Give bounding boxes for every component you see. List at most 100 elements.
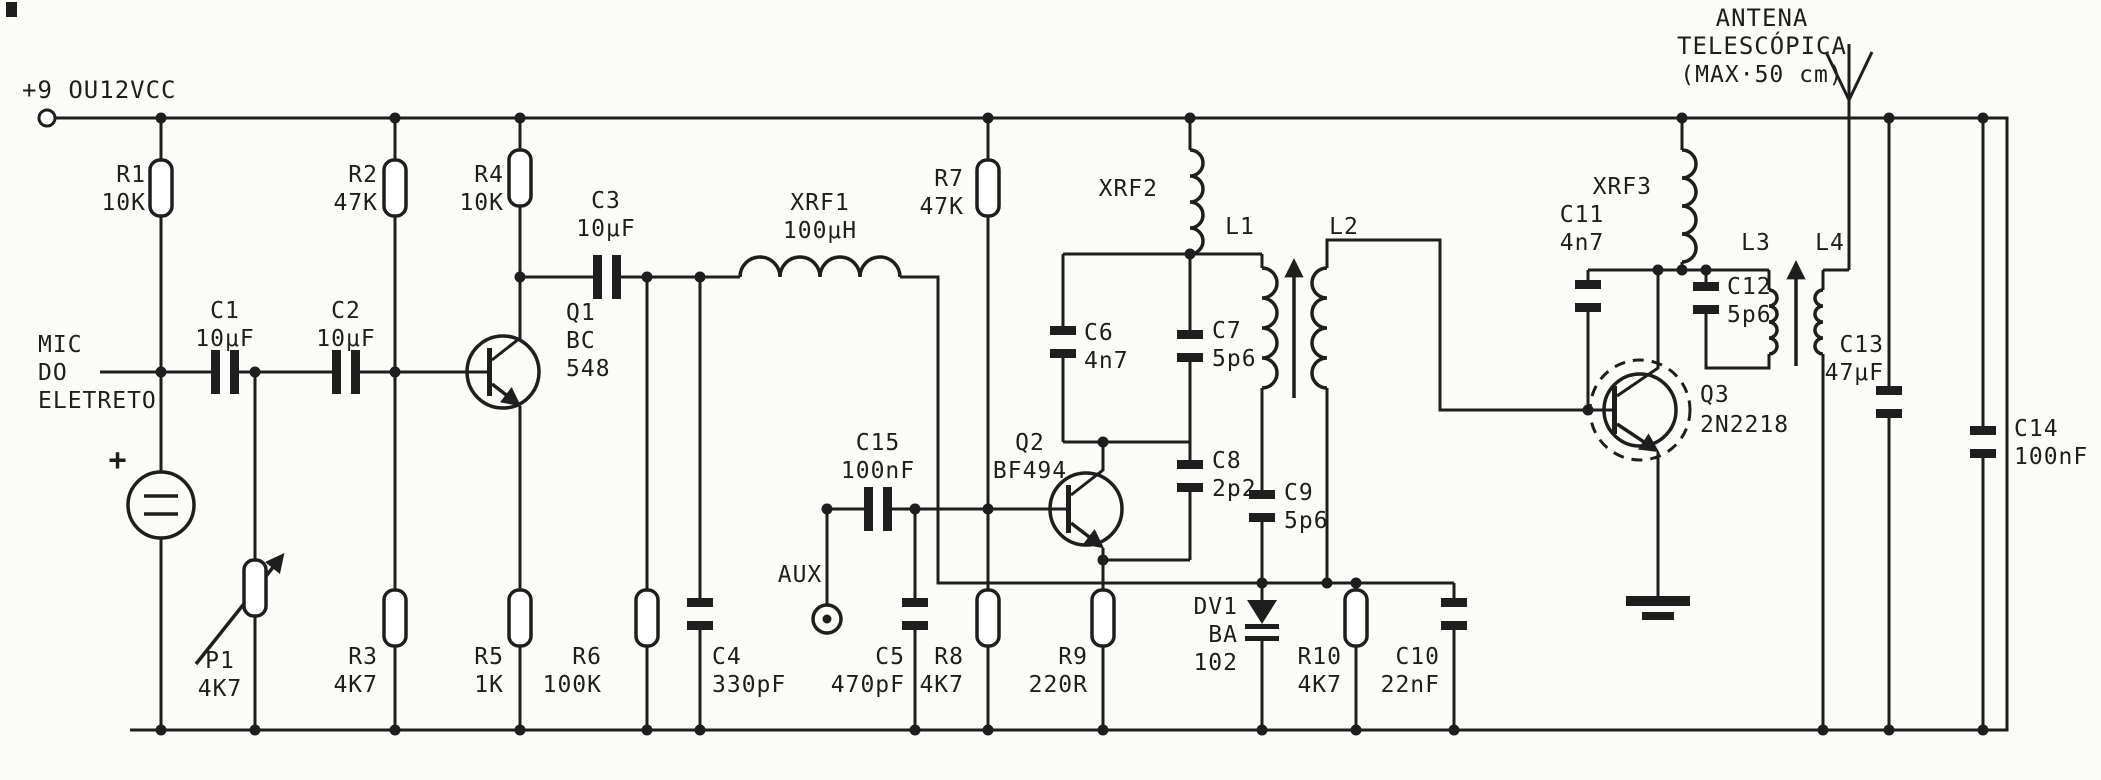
capacitor-c10 — [1441, 598, 1467, 630]
mic-polarity-label: + — [108, 443, 127, 478]
mic-label-line1: MIC — [38, 332, 83, 358]
c3-ref-label: C3 — [591, 188, 621, 214]
transistor-q2 — [1048, 471, 1124, 549]
aux-label: AUX — [778, 562, 823, 588]
xrf3-coil — [1681, 148, 1698, 264]
c14-value-label: 100nF — [2014, 444, 2088, 470]
transistor-q3 — [1588, 358, 1692, 462]
r2-value-label: 47K — [333, 190, 378, 216]
capacitor-c8 — [1177, 460, 1203, 492]
c12-value-label: 5p6 — [1727, 302, 1772, 328]
c11-ref-label: C11 — [1560, 202, 1605, 228]
resistor-r4 — [507, 148, 533, 208]
resistor-r9 — [1090, 588, 1116, 648]
resistor-r10 — [1343, 588, 1369, 648]
r10-ref-label: R10 — [1297, 644, 1342, 670]
r6-ref-label: R6 — [572, 644, 602, 670]
resistor-r1 — [148, 158, 174, 218]
capacitor-c12 — [1693, 282, 1719, 314]
scan-artifact — [6, 2, 17, 17]
c7-ref-label: C7 — [1212, 318, 1242, 344]
capacitor-c3 — [593, 255, 621, 299]
antenna-label-line3: (MAX·50 cm) — [1680, 62, 1843, 88]
power-label: +9 OU12VCC — [22, 76, 177, 104]
r5-value-label: 1K — [474, 672, 504, 698]
r3-ref-label: R3 — [348, 644, 378, 670]
c9-ref-label: C9 — [1284, 480, 1314, 506]
c3-value-label: 10μF — [576, 216, 635, 242]
circuit-wiring — [55, 44, 2009, 732]
transistors — [465, 334, 1692, 549]
l1-ref-label: L1 — [1225, 214, 1255, 240]
q1-type-line2-label: 548 — [566, 356, 611, 382]
capacitor-c4 — [687, 598, 713, 630]
c6-ref-label: C6 — [1084, 320, 1114, 346]
antenna-label-line1: ANTENA — [1716, 4, 1809, 32]
p1-value-label: 4K7 — [198, 676, 243, 702]
labels: +9 OU12VCC R1 10K R2 47K R3 4K7 R4 10K R… — [22, 4, 2088, 702]
c4-ref-label: C4 — [712, 644, 742, 670]
r5-ref-label: R5 — [474, 644, 504, 670]
c2-value-label: 10μF — [316, 326, 375, 352]
c8-value-label: 2p2 — [1212, 476, 1257, 502]
mic-label-line2: DO — [38, 360, 68, 386]
c13-ref-label: C13 — [1839, 332, 1884, 358]
electret-mic — [126, 470, 196, 540]
r10-value-label: 4K7 — [1297, 672, 1342, 698]
r9-value-label: 220R — [1029, 672, 1088, 698]
c11-value-label: 4n7 — [1560, 230, 1605, 256]
l3-ref-label: L3 — [1741, 230, 1771, 256]
resistor-r6 — [634, 588, 660, 648]
c1-ref-label: C1 — [210, 298, 240, 324]
c14-ref-label: C14 — [2014, 416, 2059, 442]
xrf1-coil — [738, 255, 902, 278]
r8-value-label: 4K7 — [919, 672, 964, 698]
resistor-r5 — [507, 588, 533, 648]
capacitor-c11 — [1575, 280, 1601, 312]
l4-ref-label: L4 — [1815, 230, 1845, 256]
c2-ref-label: C2 — [331, 298, 361, 324]
capacitor-c7 — [1177, 330, 1203, 362]
ground-symbol-icon — [1626, 596, 1690, 620]
q1-type-line1-label: BC — [566, 328, 596, 354]
capacitor-c15 — [864, 487, 892, 531]
c7-value-label: 5p6 — [1212, 346, 1257, 372]
c5-ref-label: C5 — [875, 644, 905, 670]
r1-ref-label: R1 — [116, 162, 146, 188]
transistor-q1 — [465, 334, 541, 410]
dv1-type-line1-label: BA — [1208, 622, 1238, 648]
capacitor-c5 — [902, 598, 928, 630]
q3-type-label: 2N2218 — [1700, 412, 1789, 438]
resistor-r2 — [382, 158, 408, 218]
r4-ref-label: R4 — [474, 162, 504, 188]
c10-value-label: 22nF — [1381, 672, 1440, 698]
aux-jack — [811, 603, 843, 635]
c15-ref-label: C15 — [856, 430, 901, 456]
c5-value-label: 470pF — [831, 672, 905, 698]
p1-ref-label: P1 — [205, 648, 235, 674]
l2-coil — [1310, 266, 1328, 390]
capacitor-c13 — [1876, 386, 1902, 418]
potentiometer-p1 — [242, 558, 268, 618]
resistor-bodies — [148, 148, 1369, 648]
resistor-r7 — [975, 158, 1001, 218]
l1-coil — [1261, 266, 1279, 390]
r6-value-label: 100K — [543, 672, 602, 698]
r8-ref-label: R8 — [934, 644, 964, 670]
xrf3-ref-label: XRF3 — [1593, 174, 1652, 200]
r7-ref-label: R7 — [934, 166, 964, 192]
c8-ref-label: C8 — [1212, 448, 1242, 474]
capacitor-c1 — [211, 350, 239, 394]
capacitor-c6 — [1050, 326, 1076, 358]
l3-coil — [1768, 288, 1779, 356]
q3-ref-label: Q3 — [1700, 382, 1730, 408]
r3-value-label: 4K7 — [333, 672, 378, 698]
c13-value-label: 47μF — [1825, 360, 1884, 386]
power-terminal — [37, 108, 57, 128]
r9-ref-label: R9 — [1058, 644, 1088, 670]
r2-ref-label: R2 — [348, 162, 378, 188]
xrf1-ref-label: XRF1 — [790, 190, 849, 216]
c9-value-label: 5p6 — [1284, 508, 1329, 534]
